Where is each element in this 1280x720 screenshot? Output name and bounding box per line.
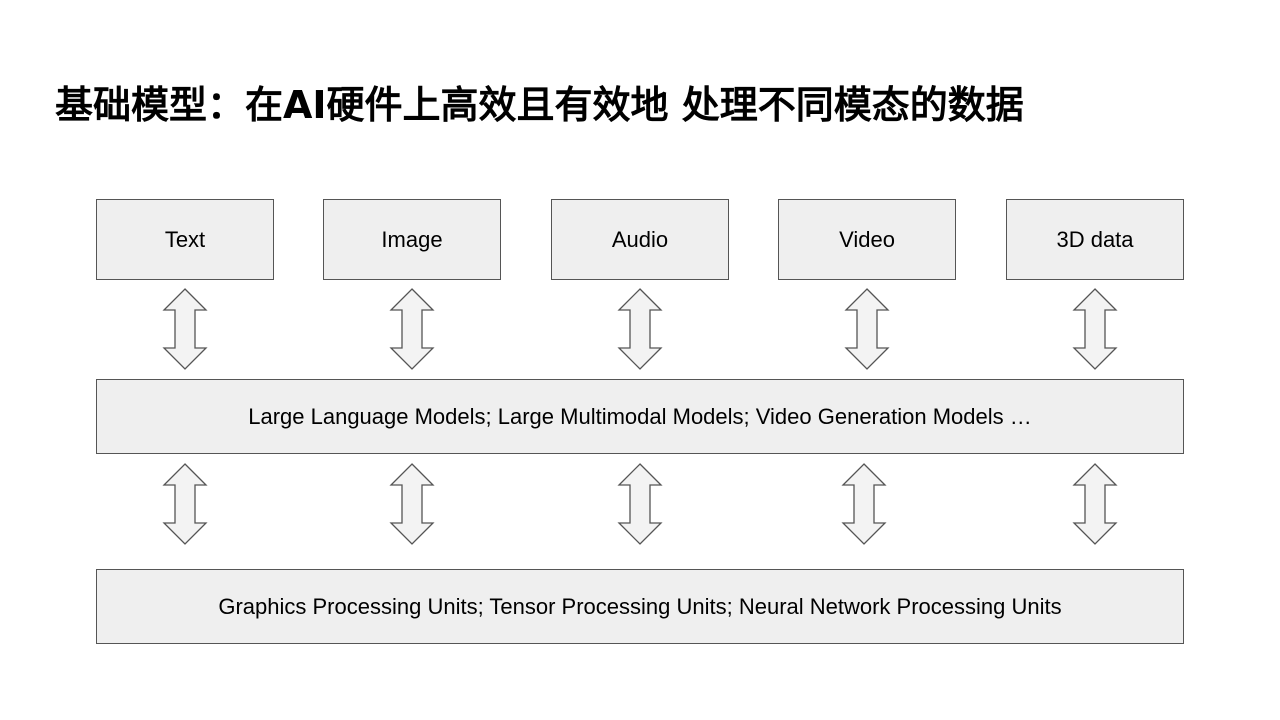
- modality-box-3d-data: 3D data: [1006, 199, 1184, 280]
- models-layer-box: Large Language Models; Large Multimodal …: [96, 379, 1184, 454]
- modality-box-video: Video: [778, 199, 956, 280]
- double-arrow-icon: [389, 463, 435, 545]
- double-arrow-icon: [1072, 288, 1118, 370]
- modality-label: Text: [164, 226, 206, 252]
- double-arrow-icon: [162, 288, 208, 370]
- modality-box-text: Text: [96, 199, 274, 280]
- modality-label: Image: [381, 226, 443, 252]
- hardware-layer-box: Graphics Processing Units; Tensor Proces…: [96, 569, 1184, 644]
- modality-box-audio: Audio: [551, 199, 729, 280]
- double-arrow-icon: [389, 288, 435, 370]
- double-arrow-icon: [1072, 463, 1118, 545]
- hardware-layer-label: Graphics Processing Units; Tensor Proces…: [218, 593, 1062, 619]
- modality-label: Audio: [611, 226, 669, 252]
- modality-label: Video: [839, 226, 895, 252]
- double-arrow-icon: [162, 463, 208, 545]
- modality-box-image: Image: [323, 199, 501, 280]
- models-layer-label: Large Language Models; Large Multimodal …: [248, 403, 1032, 429]
- page-title: 基础模型：在AI硬件上高效且有效地 处理不同模态的数据: [55, 83, 1024, 127]
- double-arrow-icon: [844, 288, 890, 370]
- double-arrow-icon: [617, 463, 663, 545]
- modality-label: 3D data: [1056, 226, 1134, 252]
- double-arrow-icon: [841, 463, 887, 545]
- double-arrow-icon: [617, 288, 663, 370]
